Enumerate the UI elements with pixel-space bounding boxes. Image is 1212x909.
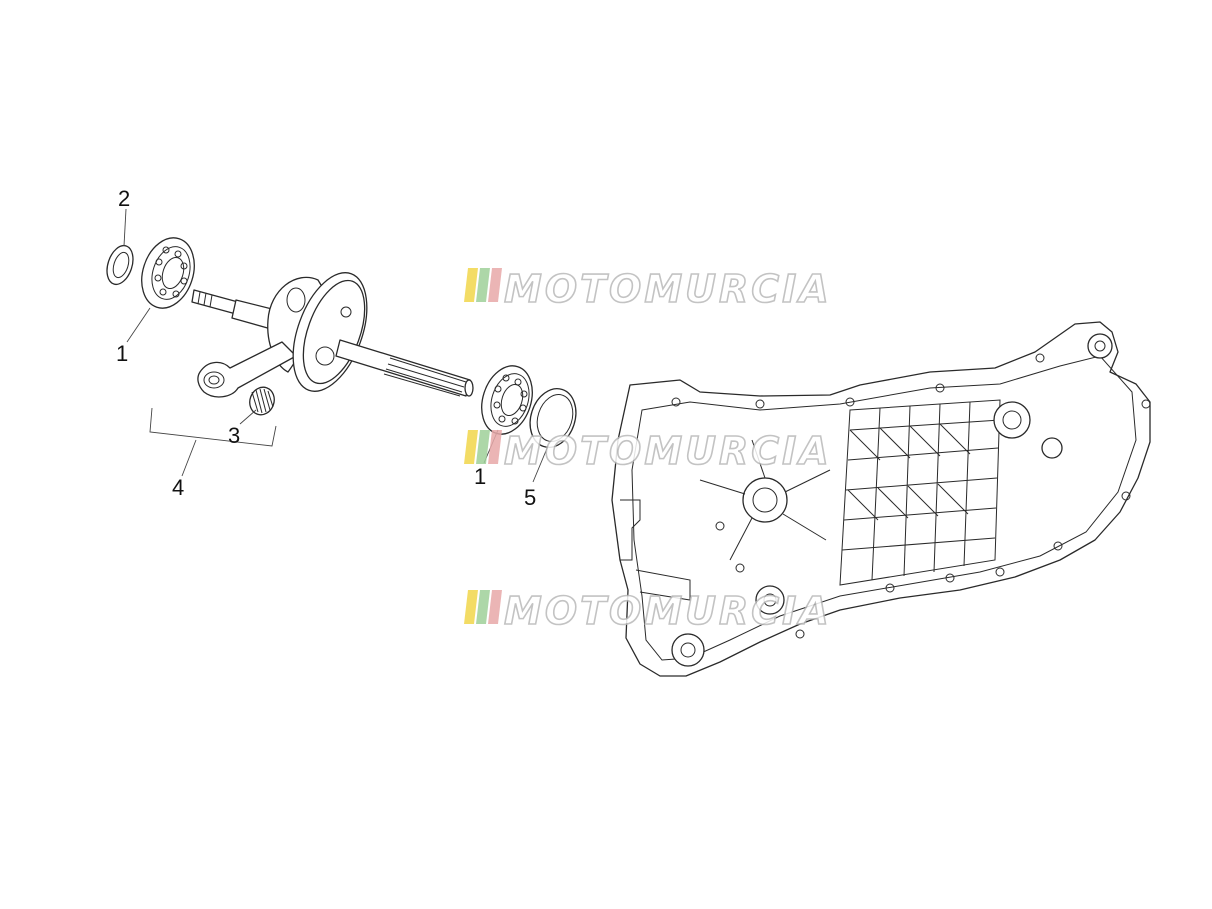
watermark-text-middle: MOTOMURCIA xyxy=(504,429,832,473)
callout-part-1-left: 1 xyxy=(116,341,128,366)
oil-seal-part-5 xyxy=(529,388,577,448)
seal-ring-part-2 xyxy=(106,244,134,286)
watermark-logo-middle: MOTOMURCIA xyxy=(464,428,832,474)
callout-labels: 2 1 3 4 1 5 xyxy=(116,186,536,510)
callout-part-5: 5 xyxy=(524,485,536,510)
callout-part-1-right: 1 xyxy=(474,464,486,489)
watermark-logo-top: MOTOMURCIA xyxy=(464,266,832,312)
callout-part-3: 3 xyxy=(228,423,240,448)
watermark-logo-bottom: MOTOMURCIA xyxy=(464,588,832,634)
watermark-text-top: MOTOMURCIA xyxy=(504,267,832,311)
needle-bearing-part-3 xyxy=(249,386,275,416)
watermark-text-bottom: MOTOMURCIA xyxy=(504,589,832,633)
ball-bearing-left-part-1 xyxy=(141,237,195,309)
callout-part-4: 4 xyxy=(172,475,184,500)
crankcase-housing xyxy=(611,321,1151,677)
callout-part-2: 2 xyxy=(118,186,130,211)
crankshaft xyxy=(191,272,474,398)
